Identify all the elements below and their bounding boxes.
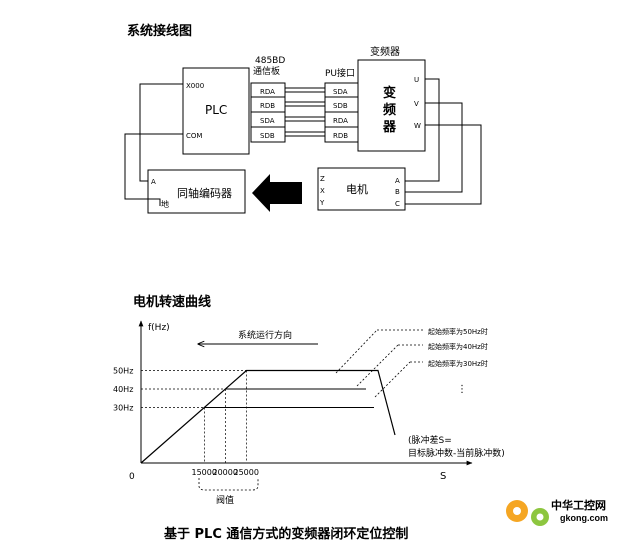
encoder-terminal-ground: 地 <box>161 199 169 209</box>
board-pin-rdb: RDB <box>260 102 275 110</box>
pu-pin-rows <box>325 96 358 128</box>
y-tick-label: 30Hz <box>113 404 133 413</box>
plc-x000-label: X000 <box>186 82 204 90</box>
series-label: 起始频率为40Hz时 <box>428 342 488 351</box>
encoder-box <box>147 169 246 214</box>
pulse-note-line-1: (脉冲差S= <box>408 434 452 446</box>
x-tick-label: 15000 <box>192 468 217 477</box>
motor-terminal-a: A <box>395 177 400 185</box>
y-tick-label: 50Hz <box>113 367 133 376</box>
motor-terminal-x: X <box>320 187 325 195</box>
inverter-char-1: 变 <box>383 85 396 101</box>
pu-pin-rda: RDA <box>333 117 348 125</box>
speed-curve-title: 电机转速曲线 <box>133 294 211 310</box>
pu-pin-rdb: RDB <box>333 132 348 140</box>
pu-pin-sdb: SDB <box>333 102 348 110</box>
watermark-line-2: gkong.com <box>560 513 608 523</box>
motor-terminal-b: B <box>395 188 400 196</box>
power-wiring <box>405 78 482 205</box>
plc-box <box>182 67 250 155</box>
pulse-note-line-2: 目标脉冲数-当前脉冲数) <box>408 447 505 459</box>
pu-pin-sda: SDA <box>333 88 348 96</box>
encoder-wiring <box>124 83 183 206</box>
direction-label: 系统运行方向 <box>238 329 292 341</box>
encoder-label: 同轴编码器 <box>177 186 232 200</box>
motor-terminal-c: C <box>395 200 400 208</box>
chart-axes <box>138 320 473 466</box>
board-pin-sdb: SDB <box>260 132 275 140</box>
board-pin-rows <box>251 96 285 128</box>
threshold-brace <box>198 478 259 491</box>
motor-box <box>317 167 406 211</box>
series-label: 起始频率为50Hz时 <box>428 327 488 336</box>
motor-terminal-y: Y <box>319 199 325 207</box>
board-label-2: 通信板 <box>253 65 280 77</box>
plc-com-label: COM <box>186 132 202 140</box>
inverter-terminal-u: U <box>414 76 419 84</box>
curve-main-line <box>140 369 396 464</box>
gkong-logo: 中华工控网 gkong.com <box>506 498 608 526</box>
encoder-terminal-a: A <box>151 178 156 186</box>
board-label-1: 485BD <box>255 56 285 66</box>
inverter-box <box>357 59 426 152</box>
series-label: 起始频率为30Hz时 <box>428 359 488 368</box>
inverter-title: 变频器 <box>370 45 400 58</box>
rs485-wiring <box>285 87 325 137</box>
watermark-line-1: 中华工控网 <box>551 498 606 512</box>
plc-label: PLC <box>205 103 227 117</box>
inverter-char-2: 频 <box>383 102 396 118</box>
x-tick-label: 20000 <box>213 468 238 477</box>
more-series-ellipsis: ⋮ <box>457 384 467 395</box>
y-tick-label: 40Hz <box>113 385 133 394</box>
motor-terminal-z: Z <box>320 175 325 183</box>
x-tick-label: 25000 <box>234 468 259 477</box>
board-pin-sda: SDA <box>260 117 275 125</box>
coupling-arrow-icon <box>252 174 302 212</box>
inverter-char-3: 器 <box>382 120 397 135</box>
threshold-label: 阀值 <box>216 494 234 506</box>
origin-label: 0 <box>129 472 135 482</box>
label-leaders <box>335 329 423 398</box>
x-axis-label: S <box>440 471 446 482</box>
inverter-terminal-w: W <box>414 122 421 130</box>
y-axis-label: f(Hz) <box>148 323 170 333</box>
wiring-title: 系统接线图 <box>127 23 192 39</box>
inverter-terminal-v: V <box>414 100 419 108</box>
board-pin-rda: RDA <box>260 88 275 96</box>
pu-port-label: PU接口 <box>325 67 355 79</box>
motor-label: 电机 <box>346 182 368 196</box>
figure-caption: 基于 PLC 通信方式的变频器闭环定位控制 <box>163 526 408 542</box>
